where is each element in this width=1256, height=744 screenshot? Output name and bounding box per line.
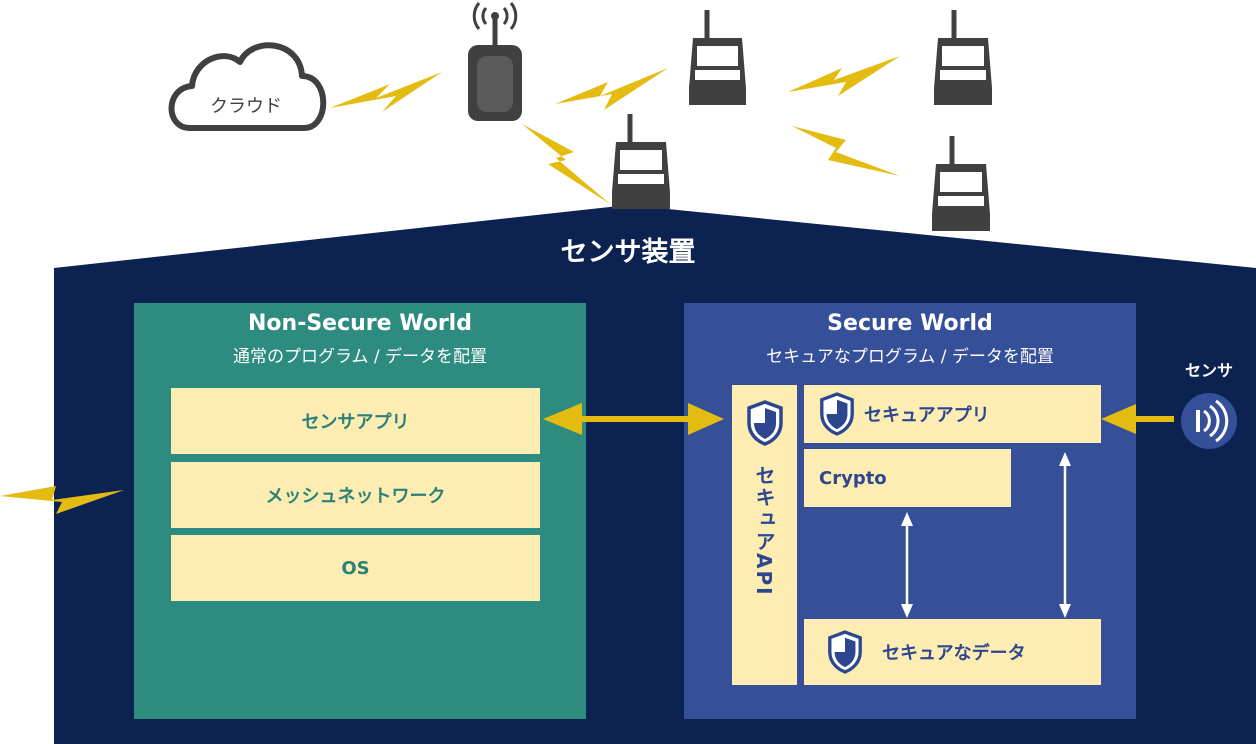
node-device-icon [689, 10, 746, 105]
non-secure-world-subtitle: 通常のプログラム / データを配置 [232, 347, 488, 367]
sensor-label: センサ [1184, 361, 1233, 380]
shield-icon [820, 392, 854, 436]
secure-world-title: Secure World [827, 311, 993, 336]
secure-world-subtitle: セキュアなプログラム / データを配置 [766, 347, 1054, 367]
cloud-label: クラウド [210, 96, 282, 117]
secure-app-box: セキュアアプリ [804, 385, 1101, 443]
lightning-icon [0, 56, 900, 514]
sensor-arrow-icon [1101, 404, 1174, 434]
sensor-app-label: センサアプリ [301, 412, 410, 433]
node-device-icon [932, 136, 990, 231]
sensor-signal-icon [1181, 393, 1237, 449]
sensor-app-box: センサアプリ [171, 388, 540, 454]
secure-api-label: セキュアAPI [752, 465, 776, 597]
secure-api-box: セキュアAPI [732, 385, 797, 685]
node-device-icon [934, 10, 992, 105]
crypto-box: Crypto [804, 449, 1011, 507]
secure-data-label: セキュアなデータ [882, 643, 1026, 664]
non-secure-world-title: Non-Secure World [248, 311, 472, 336]
shield-icon [828, 630, 862, 674]
router-icon [468, 2, 522, 121]
shield-icon [746, 400, 783, 446]
mesh-network-box: メッシュネットワーク [171, 462, 540, 528]
mesh-network-label: メッシュネットワーク [265, 486, 446, 507]
crypto-label: Crypto [819, 467, 887, 489]
cloud-icon [168, 42, 327, 131]
secure-app-label: セキュアアプリ [864, 405, 990, 426]
node-device-icon [612, 114, 670, 209]
device-title: センサ装置 [560, 237, 696, 268]
vertical-arrow-icon [901, 452, 1071, 618]
double-arrow-icon [543, 403, 724, 435]
secure-data-box: セキュアなデータ [804, 619, 1101, 685]
os-box: OS [171, 535, 540, 601]
os-label: OS [341, 557, 370, 579]
